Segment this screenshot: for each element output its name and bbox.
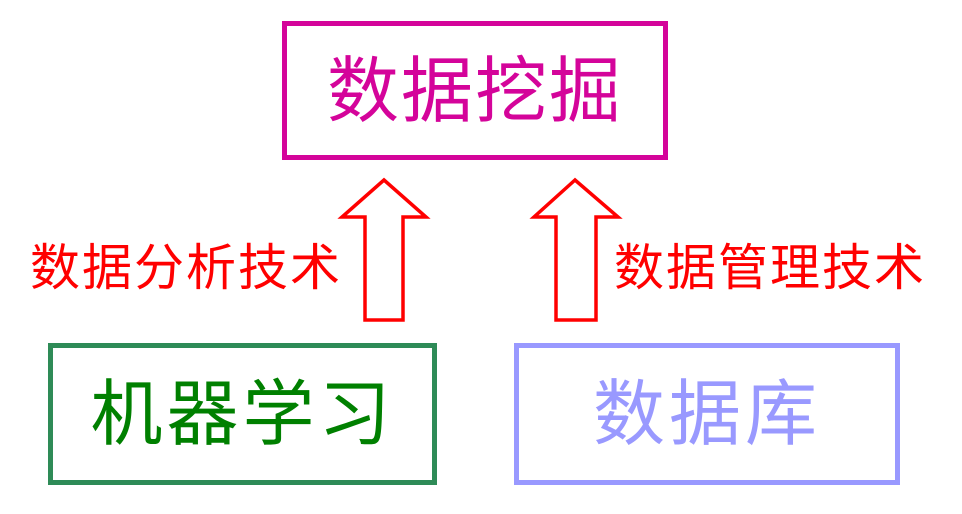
data-mining-node: 数据挖掘 [282,21,668,160]
database-label: 数据库 [592,372,821,456]
data-mining-label: 数据挖掘 [326,48,623,133]
data-analysis-technology-label: 数据分析技术 [30,239,342,297]
machine-learning-label: 机器学习 [90,372,395,456]
data-management-technology-label: 数据管理技术 [614,239,926,297]
machine-learning-node: 机器学习 [48,343,437,485]
database-node: 数据库 [514,343,900,485]
